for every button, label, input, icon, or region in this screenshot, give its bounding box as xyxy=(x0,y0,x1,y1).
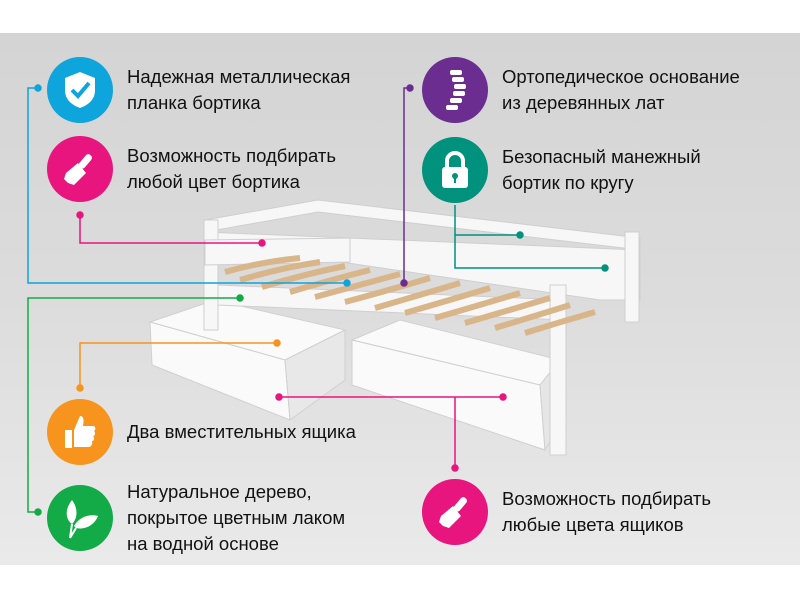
feature-text-line: Безопасный манежный xyxy=(502,146,701,167)
connector-green xyxy=(27,294,244,516)
connector-magenta-top xyxy=(76,211,266,247)
feature-text-line: любые цвета ящиков xyxy=(502,514,684,535)
feature-text-line: покрытое цветным лаком xyxy=(127,507,346,528)
feature-text-line: из деревянных лат xyxy=(502,92,665,113)
feature-text-line: Возможность подбирать xyxy=(127,145,336,166)
feature-natural-wood: Натуральное дерево, покрытое цветным лако… xyxy=(47,479,345,557)
leaf-icon xyxy=(47,485,113,551)
feature-text-line: Возможность подбирать xyxy=(502,488,711,509)
spine-icon xyxy=(422,57,488,123)
thumbs-up-icon xyxy=(47,399,113,465)
feature-bar-color: Возможность подбирать любой цвет бортика xyxy=(47,136,336,202)
wooden-slats xyxy=(224,255,596,336)
connector-purple xyxy=(400,84,414,287)
feature-text-line: Натуральное дерево, xyxy=(127,481,312,502)
padlock-icon xyxy=(422,137,488,203)
paint-brush-icon xyxy=(422,479,488,545)
drawer-right xyxy=(350,319,561,452)
connector-blue xyxy=(27,84,351,287)
feature-text-line: Ортопедическое основание xyxy=(502,66,740,87)
feature-text-line: на водной основе xyxy=(127,533,279,554)
feature-text-line: любой цвет бортика xyxy=(127,171,300,192)
connector-magenta-bottom xyxy=(275,393,507,472)
feature-orthopedic-base: Ортопедическое основание из деревянных ла… xyxy=(422,57,740,123)
feature-drawer-color: Возможность подбирать любые цвета ящиков xyxy=(422,479,711,545)
feature-text-line: бортик по кругу xyxy=(502,172,634,193)
shield-check-icon xyxy=(47,57,113,123)
paint-brush-icon xyxy=(47,136,113,202)
feature-two-drawers: Два вместительных ящика xyxy=(47,399,356,465)
bed-frame xyxy=(203,199,641,456)
connector-orange xyxy=(76,339,281,392)
feature-metal-bar: Надежная металлическая планка бортика xyxy=(47,57,350,123)
feature-text-line: Надежная металлическая xyxy=(127,66,351,87)
connector-teal xyxy=(454,205,609,272)
feature-text-line: планка бортика xyxy=(127,92,261,113)
feature-text-line: Два вместительных ящика xyxy=(127,421,356,442)
feature-safe-rail: Безопасный манежный бортик по кругу xyxy=(422,137,701,203)
